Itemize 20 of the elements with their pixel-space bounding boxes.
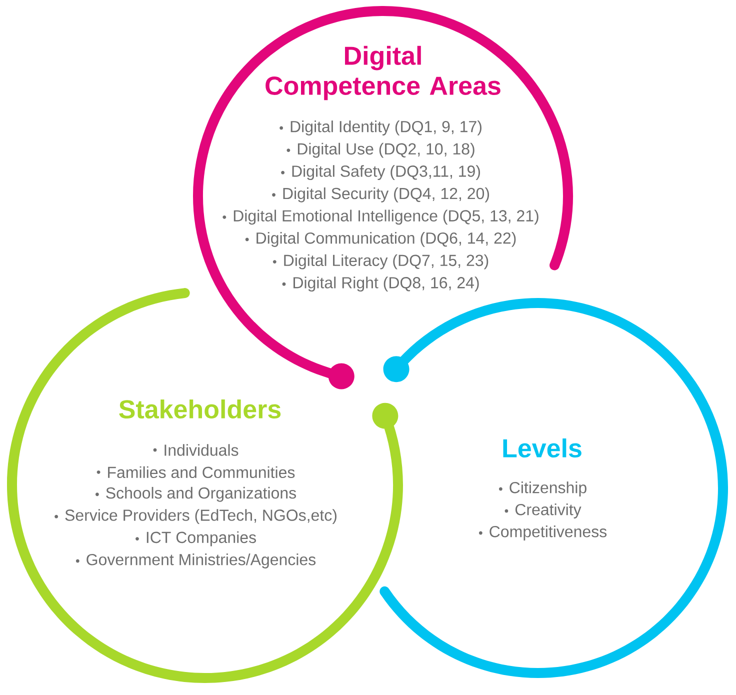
list-item: Schools and Organizations (106, 486, 296, 502)
list-item: Digital Identity (DQ1, 9, 17) (290, 120, 482, 136)
list-item: Digital Communication (DQ6, 14, 22) (256, 232, 516, 247)
list-item: Digital Literacy (DQ7, 15, 23) (284, 254, 488, 270)
list-item: Digital Security (DQ4, 12, 20) (283, 187, 489, 202)
list-item: Individuals (164, 444, 238, 456)
list-item: Families and Communities (108, 466, 295, 478)
list-item: Digital Safety (DQ3,11, 19) (292, 165, 480, 180)
list-item: Government Ministries/Agencies (86, 554, 316, 568)
heading: Levels (503, 438, 582, 458)
list-item: Digital Right (DQ8, 16, 24) (294, 276, 479, 292)
list-item: Citizenship (510, 482, 586, 496)
heading: Stakeholders (119, 399, 281, 419)
list-item: Service Providers (EdTech, NGOs,etc) (65, 509, 336, 524)
list-item: Competitiveness (490, 526, 607, 540)
list-item: Digital Emotional Intelligence (DQ5, 13, 21) (234, 210, 538, 225)
heading: Digital Competence Areas (266, 46, 500, 100)
list-item: ICT Companies (146, 531, 256, 546)
list-item: Creativity (515, 504, 582, 518)
list-item: Digital Use (DQ2, 10, 18) (298, 142, 474, 158)
